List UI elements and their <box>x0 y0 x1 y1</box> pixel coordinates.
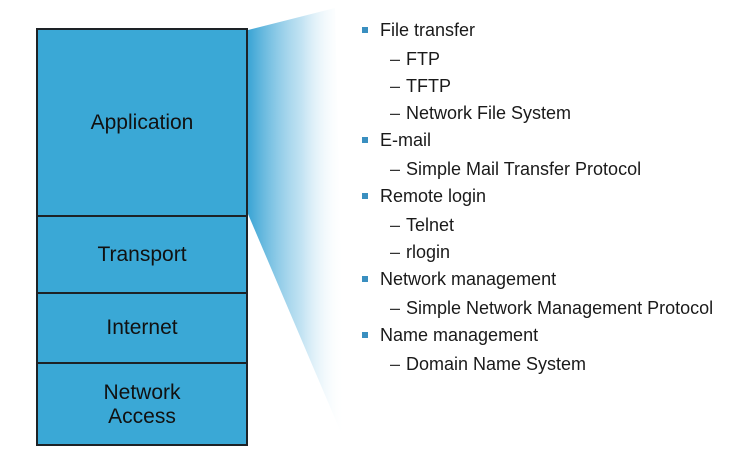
protocol-item: –Simple Mail Transfer Protocol <box>362 157 742 179</box>
protocol-item: –Telnet <box>362 213 742 235</box>
protocol-sublist: –Domain Name System <box>380 352 742 374</box>
protocol-sublist: –Telnet–rlogin <box>380 213 742 262</box>
dash-icon: – <box>390 215 401 235</box>
protocol-sublist: –Simple Mail Transfer Protocol <box>380 157 742 179</box>
protocol-item-label: TFTP <box>406 76 451 96</box>
dash-icon: – <box>390 159 401 179</box>
dash-icon: – <box>390 242 401 262</box>
protocol-item: –Domain Name System <box>362 352 742 374</box>
protocol-item-label: FTP <box>406 49 440 69</box>
protocol-item: –FTP <box>362 47 742 69</box>
protocol-sublist: –Simple Network Management Protocol <box>380 296 742 318</box>
network-access-layer: Network Access <box>38 362 246 446</box>
bullet-square-icon <box>362 137 368 143</box>
bullet-square-icon <box>362 332 368 338</box>
protocol-item-label: rlogin <box>406 242 451 262</box>
protocol-category-label: Remote login <box>380 186 487 206</box>
protocol-item: –rlogin <box>362 240 742 262</box>
protocol-sublist: –FTP–TFTP–Network File System <box>380 47 742 123</box>
transport-layer: Transport <box>38 215 246 292</box>
network-access-layer-label: Network Access <box>103 381 181 428</box>
protocol-category: Remote login–Telnet–rlogin <box>362 184 742 262</box>
protocol-item: –Simple Network Management Protocol <box>362 296 742 318</box>
protocol-category-label: File transfer <box>380 20 476 40</box>
bullet-square-icon <box>362 193 368 199</box>
dash-icon: – <box>390 103 401 123</box>
bullet-square-icon <box>362 27 368 33</box>
protocol-item-label: Simple Network Management Protocol <box>406 298 714 318</box>
protocol-item: –TFTP <box>362 74 742 96</box>
tcpip-layer-stack: Application Transport Internet Network A… <box>36 28 248 446</box>
protocol-item-label: Telnet <box>406 215 455 235</box>
dash-icon: – <box>390 76 401 96</box>
expansion-wedge <box>248 8 345 442</box>
application-layer: Application <box>38 30 246 215</box>
application-layer-label: Application <box>90 110 194 134</box>
dash-icon: – <box>390 354 401 374</box>
protocol-item-label: Network File System <box>406 103 572 123</box>
transport-layer-label: Transport <box>97 242 187 266</box>
protocol-category: Network management –Simple Network Manage… <box>362 267 742 318</box>
application-protocol-list: File transfer–FTP–TFTP–Network File Syst… <box>362 18 742 374</box>
protocol-item-label: Domain Name System <box>406 354 587 374</box>
dash-icon: – <box>390 49 401 69</box>
protocol-item: –Network File System <box>362 101 742 123</box>
bullet-square-icon <box>362 276 368 282</box>
internet-layer-label: Internet <box>106 316 178 339</box>
protocol-category: E-mail –Simple Mail Transfer Protocol <box>362 128 742 179</box>
protocol-category-label: E-mail <box>380 130 432 150</box>
protocol-category-label: Name management <box>380 325 539 345</box>
internet-layer: Internet <box>38 292 246 362</box>
protocol-category: Name management –Domain Name System <box>362 323 742 374</box>
dash-icon: – <box>390 298 401 318</box>
protocol-category-label: Network management <box>380 269 557 289</box>
protocol-category: File transfer–FTP–TFTP–Network File Syst… <box>362 18 742 123</box>
protocol-item-label: Simple Mail Transfer Protocol <box>406 159 642 179</box>
